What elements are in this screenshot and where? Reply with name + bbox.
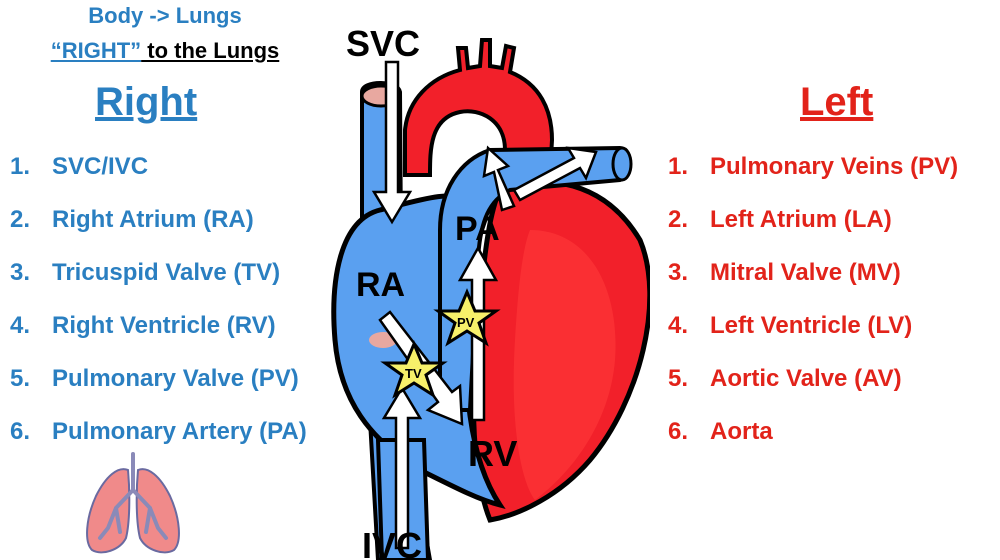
ivc-arrow xyxy=(381,385,423,550)
item-number: 4. xyxy=(10,312,31,339)
item-label: Right Atrium (RA) xyxy=(52,206,254,233)
item-label: Pulmonary Artery (PA) xyxy=(52,418,307,445)
lv-inner-wall xyxy=(513,230,616,500)
tv-valve-star xyxy=(380,340,448,399)
pa-right-arrow xyxy=(512,146,598,202)
rv-label: RV xyxy=(468,433,517,474)
list-item: 2. Left Atrium (LA) xyxy=(668,205,958,258)
list-item: 4. Right Ventricle (RV) xyxy=(10,311,307,364)
item-number: 5. xyxy=(668,365,689,392)
item-label: Pulmonary Veins (PV) xyxy=(710,153,959,180)
header-to-lungs: to the Lungs xyxy=(141,38,280,63)
item-label: Pulmonary Valve (PV) xyxy=(52,365,299,392)
heart-diagram: SVC IVC RA RV PA PV TV xyxy=(331,23,650,560)
pv-label: PV xyxy=(457,315,475,330)
right-side-list: 1. SVC/IVC 2. Right Atrium (RA) 3. Tricuspi… xyxy=(10,152,307,470)
item-label: Tricuspid Valve (TV) xyxy=(52,259,281,286)
item-number: 6. xyxy=(668,418,689,445)
list-item: 3. Mitral Valve (MV) xyxy=(668,258,958,311)
list-item: 2. Right Atrium (RA) xyxy=(10,205,307,258)
header-line-1: Body -> Lungs xyxy=(88,3,242,28)
list-item: 4. Left Ventricle (LV) xyxy=(668,311,958,364)
item-number: 5. xyxy=(10,365,31,392)
svc-arrow xyxy=(371,60,413,225)
list-item: 6. Aorta xyxy=(668,417,958,470)
item-number: 1. xyxy=(10,153,31,180)
item-number: 2. xyxy=(10,206,31,233)
header-line-2: “RIGHT” to the Lungs xyxy=(0,38,330,64)
ivc-label: IVC xyxy=(362,525,422,560)
list-item: 5. Pulmonary Valve (PV) xyxy=(10,364,307,417)
item-label: Aorta xyxy=(710,418,773,445)
ra-label: RA xyxy=(356,266,405,304)
item-label: Left Atrium (LA) xyxy=(710,206,892,233)
pa-up-arrow xyxy=(482,145,516,212)
list-item: 1. Pulmonary Veins (PV) xyxy=(668,152,958,205)
item-number: 1. xyxy=(668,153,689,180)
item-label: Aortic Valve (AV) xyxy=(710,365,902,392)
header-right-quoted: “RIGHT” xyxy=(50,38,142,63)
item-number: 3. xyxy=(10,259,31,286)
item-label: SVC/IVC xyxy=(52,153,149,180)
item-label: Left Ventricle (LV) xyxy=(710,312,913,339)
pa-opening xyxy=(611,146,633,182)
svc-label: SVC xyxy=(346,23,420,64)
pv-valve-star xyxy=(433,288,501,347)
list-item: 6. Pulmonary Artery (PA) xyxy=(10,417,307,470)
list-item: 5. Aortic Valve (AV) xyxy=(668,364,958,417)
item-number: 2. xyxy=(668,206,689,233)
lungs-icon xyxy=(86,452,180,554)
list-item: 3. Tricuspid Valve (TV) xyxy=(10,258,307,311)
left-side-title: Left xyxy=(800,80,874,124)
pa-label: PA xyxy=(455,210,500,248)
item-number: 6. xyxy=(10,418,31,445)
item-number: 3. xyxy=(668,259,689,286)
item-label: Mitral Valve (MV) xyxy=(710,259,901,286)
right-side-title: Right xyxy=(95,80,198,124)
item-number: 4. xyxy=(668,312,689,339)
tv-label: TV xyxy=(405,366,422,381)
list-item: 1. SVC/IVC xyxy=(10,152,307,205)
left-side-list: 1. Pulmonary Veins (PV) 2. Left Atrium (LA… xyxy=(668,152,958,470)
item-label: Right Ventricle (RV) xyxy=(52,312,276,339)
